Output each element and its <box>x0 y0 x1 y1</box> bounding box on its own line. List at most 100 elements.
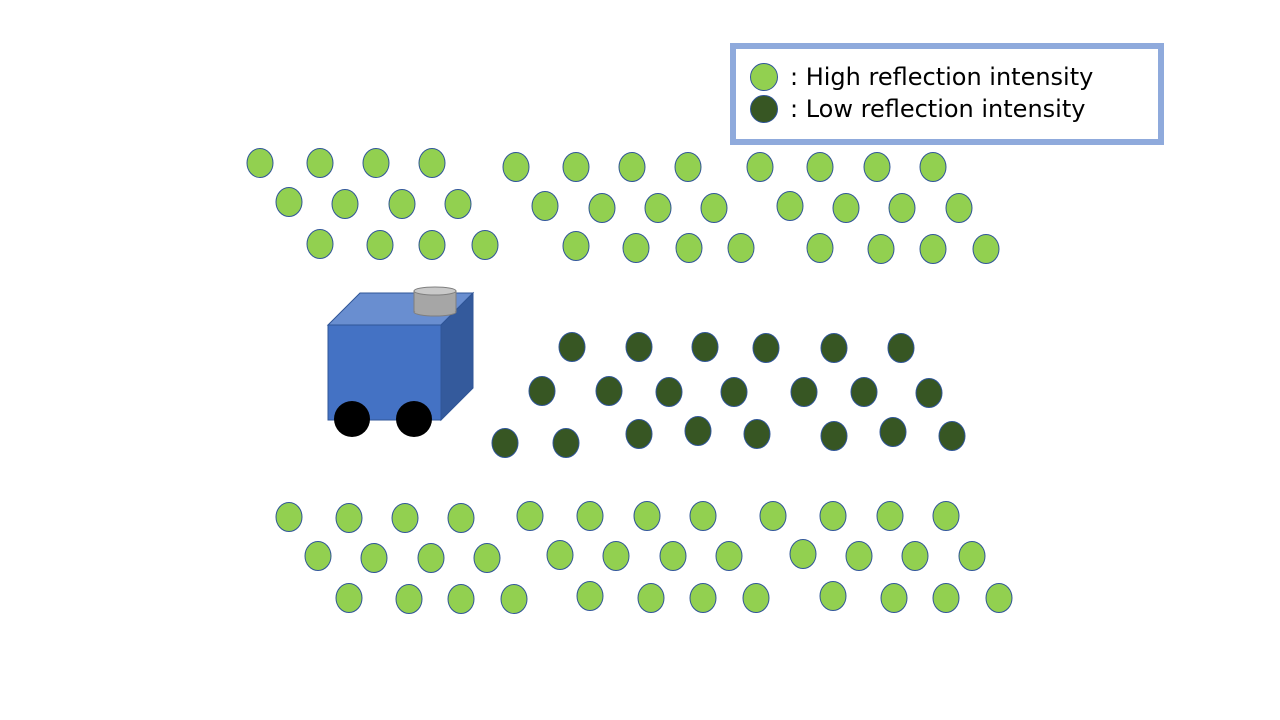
high-reflection-point <box>806 152 834 182</box>
high-reflection-point <box>832 193 860 223</box>
high-reflection-point <box>622 233 650 263</box>
high-reflection-point <box>727 233 755 263</box>
low-reflection-point <box>552 428 580 458</box>
high-reflection-point <box>447 503 475 533</box>
high-reflection-point <box>659 541 687 571</box>
high-reflection-point <box>418 230 446 260</box>
legend-label-low: : Low reflection intensity <box>790 95 1086 123</box>
high-reflection-point <box>516 501 544 531</box>
high-reflection-point <box>502 152 530 182</box>
high-reflection-point <box>246 148 274 178</box>
low-reflection-point <box>790 377 818 407</box>
high-reflection-point <box>331 189 359 219</box>
high-reflection-point <box>576 581 604 611</box>
high-reflection-point <box>637 583 665 613</box>
high-reflection-point <box>644 193 672 223</box>
low-reflection-point <box>820 421 848 451</box>
high-reflection-point <box>388 189 416 219</box>
high-reflection-point <box>335 583 363 613</box>
high-reflection-point <box>366 230 394 260</box>
high-reflection-point <box>776 191 804 221</box>
legend-box: : High reflection intensity : Low reflec… <box>730 43 1164 145</box>
high-reflection-point <box>919 152 947 182</box>
low-reflection-point <box>938 421 966 451</box>
high-reflection-point <box>473 543 501 573</box>
low-reflection-point <box>887 333 915 363</box>
high-reflection-point <box>746 152 774 182</box>
high-reflection-point <box>447 584 475 614</box>
high-reflection-point <box>945 193 973 223</box>
high-reflection-points <box>246 148 1013 614</box>
high-reflection-point <box>689 501 717 531</box>
high-reflection-point <box>789 539 817 569</box>
high-reflection-point <box>588 193 616 223</box>
high-reflection-point <box>863 152 891 182</box>
low-reflection-point <box>558 332 586 362</box>
high-reflection-point <box>742 583 770 613</box>
high-reflection-point <box>418 148 446 178</box>
high-reflection-point <box>444 189 472 219</box>
low-reflection-swatch <box>750 95 778 123</box>
high-reflection-point <box>876 501 904 531</box>
high-reflection-point <box>395 584 423 614</box>
high-reflection-point <box>819 581 847 611</box>
high-reflection-point <box>958 541 986 571</box>
high-reflection-swatch <box>750 63 778 91</box>
high-reflection-point <box>500 584 528 614</box>
high-reflection-point <box>759 501 787 531</box>
low-reflection-points <box>491 332 966 458</box>
high-reflection-point <box>360 543 388 573</box>
low-reflection-point <box>528 376 556 406</box>
high-reflection-point <box>618 152 646 182</box>
wheel-icon <box>396 401 432 437</box>
high-reflection-point <box>417 543 445 573</box>
high-reflection-point <box>845 541 873 571</box>
wheel-icon <box>334 401 370 437</box>
high-reflection-point <box>867 234 895 264</box>
high-reflection-point <box>932 583 960 613</box>
high-reflection-point <box>819 501 847 531</box>
high-reflection-point <box>901 541 929 571</box>
high-reflection-point <box>275 187 303 217</box>
high-reflection-point <box>562 152 590 182</box>
mobile-robot-icon <box>326 286 475 437</box>
low-reflection-point <box>625 419 653 449</box>
high-reflection-point <box>304 541 332 571</box>
low-reflection-point <box>743 419 771 449</box>
high-reflection-point <box>972 234 1000 264</box>
high-reflection-point <box>562 231 590 261</box>
high-reflection-point <box>391 503 419 533</box>
low-reflection-point <box>720 377 748 407</box>
high-reflection-point <box>700 193 728 223</box>
high-reflection-point <box>633 501 661 531</box>
high-reflection-point <box>306 148 334 178</box>
high-reflection-point <box>888 193 916 223</box>
high-reflection-point <box>546 540 574 570</box>
legend-label-high: : High reflection intensity <box>790 63 1094 91</box>
legend-item-high: : High reflection intensity <box>750 61 1093 93</box>
high-reflection-point <box>932 501 960 531</box>
high-reflection-point <box>715 541 743 571</box>
high-reflection-point <box>531 191 559 221</box>
high-reflection-point <box>806 233 834 263</box>
high-reflection-point <box>880 583 908 613</box>
high-reflection-point <box>471 230 499 260</box>
high-reflection-point <box>674 152 702 182</box>
low-reflection-point <box>820 333 848 363</box>
low-reflection-point <box>850 377 878 407</box>
low-reflection-point <box>684 416 712 446</box>
low-reflection-point <box>655 377 683 407</box>
low-reflection-point <box>879 417 907 447</box>
legend-item-low: : Low reflection intensity <box>750 93 1085 125</box>
high-reflection-point <box>335 503 363 533</box>
high-reflection-point <box>362 148 390 178</box>
high-reflection-point <box>576 501 604 531</box>
low-reflection-point <box>752 333 780 363</box>
high-reflection-point <box>306 229 334 259</box>
lidar-sensor-icon <box>413 286 457 317</box>
low-reflection-point <box>491 428 519 458</box>
high-reflection-point <box>602 541 630 571</box>
low-reflection-point <box>595 376 623 406</box>
low-reflection-point <box>915 378 943 408</box>
